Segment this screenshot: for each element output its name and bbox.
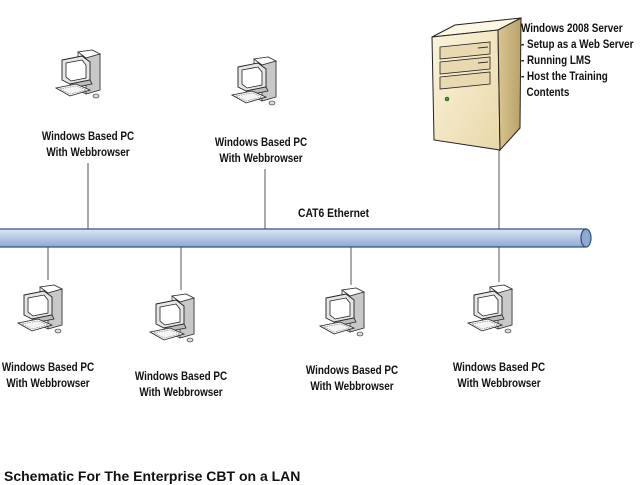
pc-label: Windows Based PC With Webbrowser [36, 129, 139, 161]
server-label-line: Windows 2008 Server [521, 23, 623, 35]
pc-label-line2: With Webbrowser [6, 378, 90, 390]
server-label-line: - Setup as a Web Server [521, 39, 634, 51]
pc-icon [55, 49, 101, 99]
pc-label: Windows Based PC With Webbrowser [0, 360, 100, 392]
diagram-caption: Schematic For The Enterprise CBT on a LA… [4, 468, 301, 484]
server-label-line: - Running LMS [521, 55, 591, 67]
pc-label: Windows Based PC With Webbrowser [209, 135, 312, 167]
pc-label: Windows Based PC With Webbrowser [447, 360, 550, 392]
pc-label-line1: Windows Based PC [214, 137, 308, 149]
pc-label-line1: Windows Based PC [452, 362, 546, 374]
server-label: Windows 2008 Server - Setup as a Web Ser… [521, 21, 633, 101]
pc-label-line2: With Webbrowser [139, 387, 223, 399]
pc-label-line1: Windows Based PC [41, 131, 135, 143]
pc-label-line2: With Webbrowser [219, 153, 303, 165]
pc-icon [17, 284, 63, 334]
pc-label-line1: Windows Based PC [305, 365, 399, 377]
server-label-line: Contents [521, 87, 570, 99]
server-label-line: - Host the Training [521, 71, 608, 83]
pc-label-line2: With Webbrowser [457, 378, 541, 390]
pc-icon [231, 56, 277, 106]
pc-label: Windows Based PC With Webbrowser [129, 369, 232, 401]
pc-label: Windows Based PC With Webbrowser [300, 363, 403, 395]
server-icon [431, 17, 522, 152]
pc-icon [149, 293, 195, 343]
pc-label-line2: With Webbrowser [46, 147, 130, 159]
ethernet-bus [0, 228, 592, 248]
connection-lines [47, 150, 500, 290]
pc-label-line1: Windows Based PC [1, 362, 95, 374]
bus-label: CAT6 Ethernet [298, 208, 370, 220]
pc-icon [467, 284, 513, 334]
pc-icon [319, 287, 365, 337]
pc-label-line2: With Webbrowser [310, 381, 394, 393]
pc-label-line1: Windows Based PC [134, 371, 228, 383]
